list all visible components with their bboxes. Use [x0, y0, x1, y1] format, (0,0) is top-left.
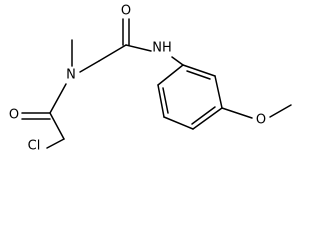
bond-o-methyl	[269, 104, 292, 118]
bond-nh-ring	[171, 56, 184, 66]
bonds	[21, 18, 292, 149]
chemical-structure: O NH N O Cl O	[9, 4, 292, 154]
bond-ch2-amide-c	[98, 44, 127, 62]
bond-n-ch2	[79, 60, 100, 73]
bond-n-acyl-c	[49, 83, 67, 114]
bond-ring-o-methoxy	[221, 107, 253, 119]
atom-n-methyl: N	[66, 68, 76, 83]
atom-o-acyl: O	[9, 108, 19, 123]
atom-labels: O NH N O Cl O	[9, 4, 266, 154]
ring-bond-6	[157, 64, 184, 86]
bond-amide-c-nh	[125, 44, 152, 52]
atom-o-amide: O	[121, 4, 131, 19]
ring-inner-bond-1	[186, 70, 211, 80]
ring-bond-1	[182, 64, 216, 77]
atom-cl: Cl	[28, 139, 41, 154]
bond-acyl-c-ch2	[49, 112, 65, 140]
ring-inner-bond-2	[191, 106, 216, 125]
atom-o-methoxy: O	[256, 113, 266, 128]
ring-bond-2	[214, 75, 223, 109]
ring-bond-3	[192, 107, 223, 130]
atom-nh: NH	[152, 41, 172, 56]
ring-bond-5	[157, 84, 165, 118]
ring-inner-bond-3	[162, 87, 169, 114]
bond-ch2-cl	[46, 138, 65, 149]
ring-bond-4	[163, 116, 194, 130]
